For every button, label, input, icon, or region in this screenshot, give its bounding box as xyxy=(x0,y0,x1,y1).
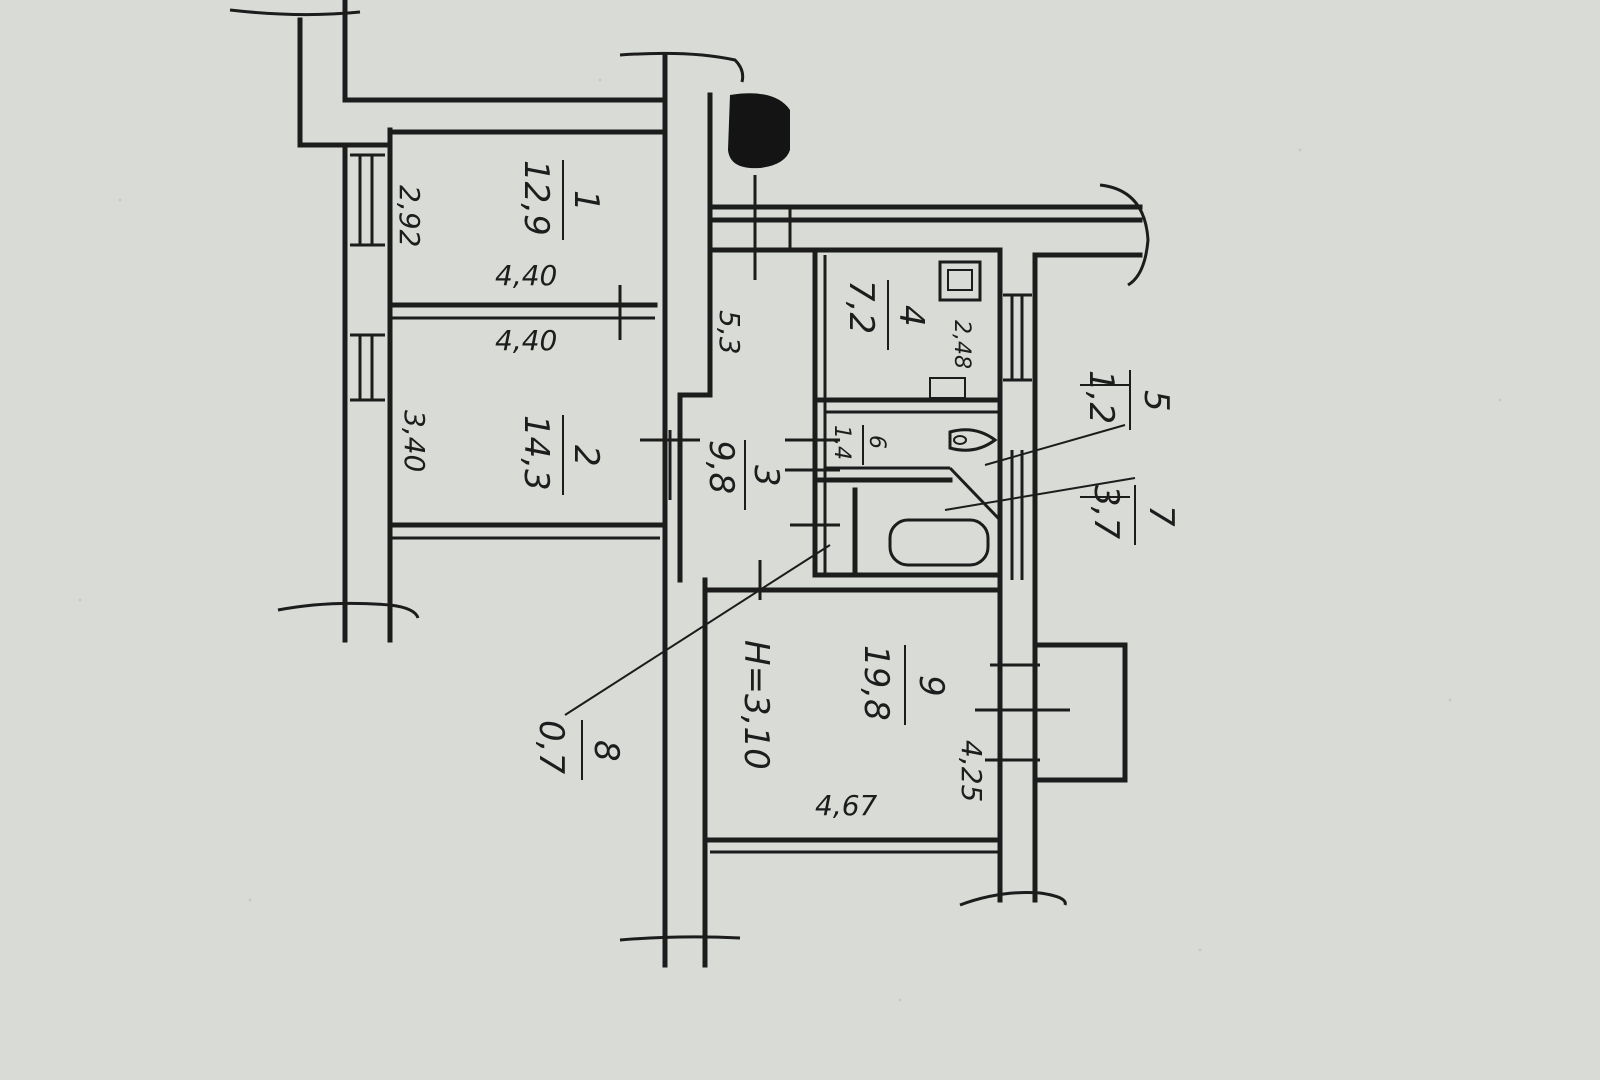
window-left-2 xyxy=(350,333,385,402)
room-4-area: 7,2 xyxy=(841,280,881,334)
room-3-area: 9,8 xyxy=(701,440,741,494)
room-6-area: 1,4 xyxy=(829,425,854,460)
svg-text:3,40: 3,40 xyxy=(398,410,431,472)
room-6-label: 6 1,4 xyxy=(829,425,889,465)
room-7-number: 7 xyxy=(1141,505,1181,527)
fixtures xyxy=(728,93,998,567)
walls xyxy=(229,0,1150,968)
svg-text:4,40: 4,40 xyxy=(495,259,557,292)
svg-text:4,67: 4,67 xyxy=(815,789,878,822)
room-9-area: 19,8 xyxy=(856,645,896,721)
room-8-label: 8 0,7 xyxy=(531,720,626,780)
room-4-number: 4 xyxy=(891,305,931,327)
room-2-length-dim: 4,40 xyxy=(495,324,557,357)
room-4-label: 4 7,2 xyxy=(841,280,931,350)
room-2-number: 2 xyxy=(566,445,606,467)
room-3-number: 3 xyxy=(746,465,786,487)
room-1-area: 12,9 xyxy=(516,160,556,236)
room-6-number: 6 xyxy=(864,435,889,449)
leader-lines xyxy=(564,384,1136,716)
room-7-area: 3,7 xyxy=(1086,485,1126,539)
room-4-width-dim: 2,48 xyxy=(949,320,974,369)
room-2-label: 2 14,3 xyxy=(516,415,606,495)
svg-text:2,92: 2,92 xyxy=(393,185,426,247)
room-1-label: 1 12,9 xyxy=(516,160,606,240)
balcony xyxy=(1037,642,1128,783)
room-5-label: 5 1,2 xyxy=(1081,370,1176,430)
window-right-2 xyxy=(1010,450,1024,580)
svg-text:H=3,10: H=3,10 xyxy=(736,640,776,770)
room-1-length-dim: 4,40 xyxy=(495,259,557,292)
room-1-width-dim: 2,92 xyxy=(393,185,426,247)
room-9-label: 9 19,8 xyxy=(856,645,951,725)
room-9-height-note: H=3,10 xyxy=(736,640,776,770)
svg-text:5,3: 5,3 xyxy=(713,310,746,355)
room-3-label: 3 9,8 xyxy=(701,440,786,510)
svg-text:4,25: 4,25 xyxy=(955,740,988,802)
room-9-number: 9 xyxy=(911,675,951,697)
paper-texture xyxy=(78,78,1502,1002)
room-9-width-dim: 4,25 xyxy=(955,740,988,802)
window-left-1 xyxy=(350,153,385,247)
redaction-blot xyxy=(728,93,790,169)
room-9-length-dim: 4,67 xyxy=(815,789,878,822)
room-8-area: 0,7 xyxy=(531,720,571,774)
room-5-number: 5 xyxy=(1136,390,1176,412)
svg-text:4,40: 4,40 xyxy=(495,324,557,357)
room-2-area: 14,3 xyxy=(516,415,556,491)
room-5-area: 1,2 xyxy=(1081,370,1121,424)
room-2-width-dim: 3,40 xyxy=(398,410,431,472)
room-1-number: 1 xyxy=(566,190,606,212)
room-8-number: 8 xyxy=(586,740,626,762)
corridor-length-dim: 5,3 xyxy=(713,310,746,355)
svg-text:2,48: 2,48 xyxy=(949,320,974,369)
window-right-1 xyxy=(1003,293,1032,382)
room-7-label: 7 3,7 xyxy=(1086,485,1181,545)
